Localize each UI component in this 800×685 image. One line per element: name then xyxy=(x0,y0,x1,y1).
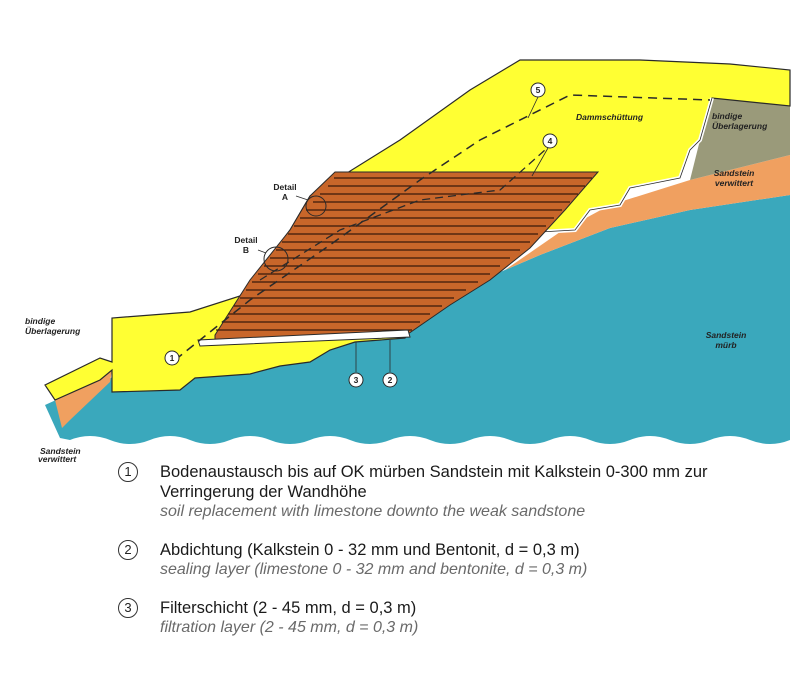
wall-layer-lines xyxy=(216,177,592,331)
sandstein-verwittert-right-layer xyxy=(505,155,790,270)
marker-4: 4 xyxy=(542,133,558,149)
marker-1: 1 xyxy=(164,350,180,366)
label-sandstein-muerb-1: Sandstein xyxy=(706,330,747,340)
legend-english-3: filtration layer (2 - 45 mm, d = 0,3 m) xyxy=(160,619,419,636)
legend-number-1: 1 xyxy=(118,462,138,482)
legend-english-1: soil replacement with limestone downto t… xyxy=(160,503,586,520)
sandstein-verwittert-left-layer xyxy=(55,370,112,428)
detail-a-leader xyxy=(295,195,309,201)
legend-item-3: 3 Filterschicht (2 - 45 mm, d = 0,3 m) f… xyxy=(108,598,788,638)
legend-item-1: 1 Bodenaustausch bis auf OK mürben Sands… xyxy=(108,462,788,522)
leader-4 xyxy=(531,147,549,177)
legend-german-3: Filterschicht (2 - 45 mm, d = 0,3 m) xyxy=(160,599,417,617)
label-detail-a-1: Detail xyxy=(273,182,296,192)
base-sealing-layer xyxy=(197,329,411,347)
legend-number-2: 2 xyxy=(118,540,138,560)
detail-b-leader xyxy=(257,249,267,254)
label-sandstein-verwittert-right-2: verwittert xyxy=(715,178,754,188)
legend-number-3: 3 xyxy=(118,598,138,618)
marker-3: 3 xyxy=(348,372,364,388)
svg-text:3: 3 xyxy=(354,375,359,385)
dashed-line-4 xyxy=(259,149,546,281)
label-bindige-left-2: Überlagerung xyxy=(25,326,81,336)
label-dammschuettung: Dammschüttung xyxy=(576,112,644,122)
bindige-ueberlagerung-right-layer xyxy=(690,98,790,180)
label-sandstein-verwittert-right-1: Sandstein xyxy=(714,168,755,178)
detail-b-circle xyxy=(263,246,289,272)
label-bindige-left-1: bindige xyxy=(25,316,55,326)
label-bindige-right-2: Überlagerung xyxy=(712,121,768,131)
svg-text:1: 1 xyxy=(170,353,175,363)
legend-german-1: Bodenaustausch bis auf OK mürben Sandste… xyxy=(160,463,708,501)
label-detail-b-2: B xyxy=(243,245,249,255)
legend: 1 Bodenaustausch bis auf OK mürben Sands… xyxy=(108,462,788,656)
marker-2: 2 xyxy=(382,372,398,388)
label-detail-b-1: Detail xyxy=(234,235,257,245)
svg-text:2: 2 xyxy=(388,375,393,385)
label-bindige-right-1: bindige xyxy=(712,111,742,121)
legend-item-2: 2 Abdichtung (Kalkstein 0 - 32 mm und Be… xyxy=(108,540,788,580)
legend-english-2: sealing layer (limestone 0 - 32 mm and b… xyxy=(160,561,588,578)
label-sandstein-verwittert-left-1: Sandstein xyxy=(40,446,81,456)
detail-a-circle xyxy=(305,195,327,217)
dashed-line-5 xyxy=(174,94,711,361)
leader-5 xyxy=(527,96,539,119)
marker-5: 5 xyxy=(530,82,546,98)
legend-german-2: Abdichtung (Kalkstein 0 - 32 mm und Bent… xyxy=(160,541,580,559)
label-detail-a-2: A xyxy=(282,192,288,202)
svg-text:4: 4 xyxy=(548,136,553,146)
label-sandstein-muerb-2: mürb xyxy=(715,340,736,350)
slope-cross-section-diagram: 5 4 1 3 2 Dammschüttung bindige Überlage… xyxy=(25,59,791,462)
label-sandstein-verwittert-left-2: verwittert xyxy=(38,454,77,462)
svg-text:5: 5 xyxy=(536,85,541,95)
